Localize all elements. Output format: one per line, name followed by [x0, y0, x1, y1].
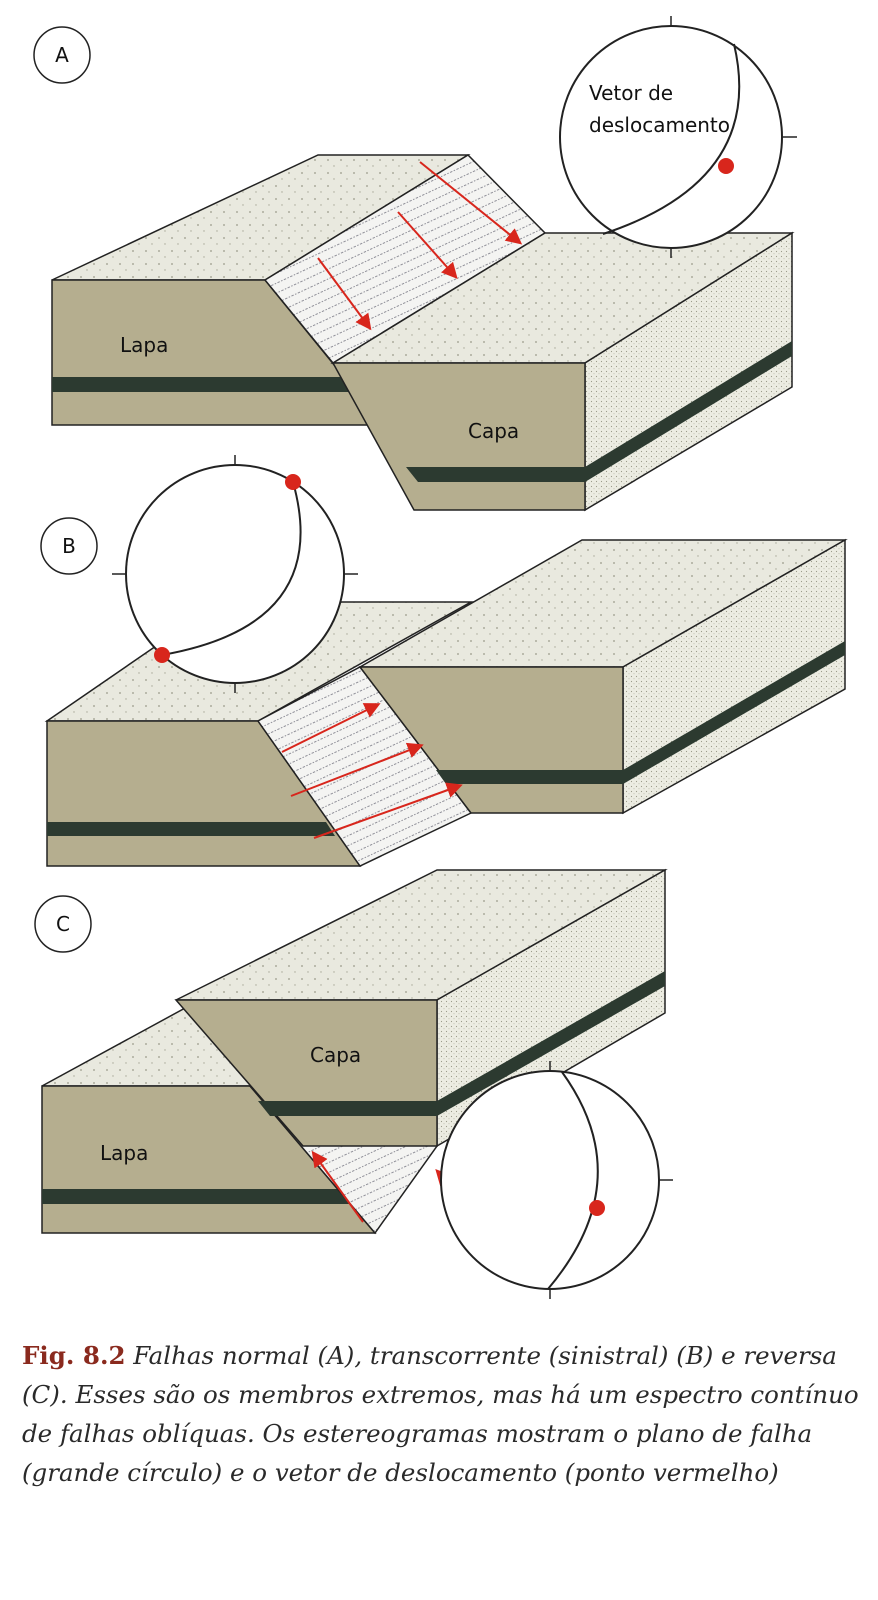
panel-c-footwall-label: Lapa — [100, 1141, 148, 1165]
panel-a-footwall-label: Lapa — [120, 333, 168, 357]
panel-a-displacement-arrows — [317, 161, 523, 331]
panel-a-stereonet-label-line1: Vetor de — [589, 81, 673, 105]
panel-b-letter-badge: B — [40, 517, 98, 575]
panel-a-footwall — [51, 154, 471, 426]
panel-b-displacement-vector-lower — [154, 647, 170, 663]
panel-b-right-block — [357, 538, 848, 815]
panel-a-hangingwall-label: Capa — [468, 419, 519, 443]
panel-b-displacement-arrows — [281, 703, 463, 839]
panel-c-stereonet — [440, 1061, 673, 1299]
panel-b-stereonet — [112, 455, 358, 693]
panel-a-letter-badge: A — [33, 26, 91, 84]
panel-c-displacement-vector — [589, 1200, 605, 1216]
figure-caption: Fig. 8.2 Falhas normal (A), transcorrent… — [22, 1336, 862, 1492]
panel-c-letter-badge: C — [34, 895, 92, 953]
panel-c-letter: C — [56, 912, 70, 936]
panel-a-displacement-vector — [718, 158, 734, 174]
panel-c: Capa Lapa C — [34, 868, 673, 1299]
panel-c-hangingwall-label: Capa — [310, 1043, 361, 1067]
panel-a-letter: A — [55, 43, 69, 67]
panel-a: Lapa Capa Vetor de deslocamento A — [33, 16, 797, 512]
panel-a-hangingwall — [330, 231, 795, 512]
panel-b: B — [40, 455, 848, 867]
panel-b-letter: B — [62, 534, 76, 558]
panel-c-hangingwall — [174, 868, 668, 1148]
caption-text: Falhas normal (A), transcorrente (sinist… — [22, 1341, 859, 1487]
panel-a-stereonet-label-line2: deslocamento — [589, 113, 730, 137]
panel-b-displacement-vector-upper — [285, 474, 301, 490]
figure-label: Fig. 8.2 — [22, 1341, 126, 1370]
panel-a-stereonet: Vetor de deslocamento — [559, 16, 797, 258]
